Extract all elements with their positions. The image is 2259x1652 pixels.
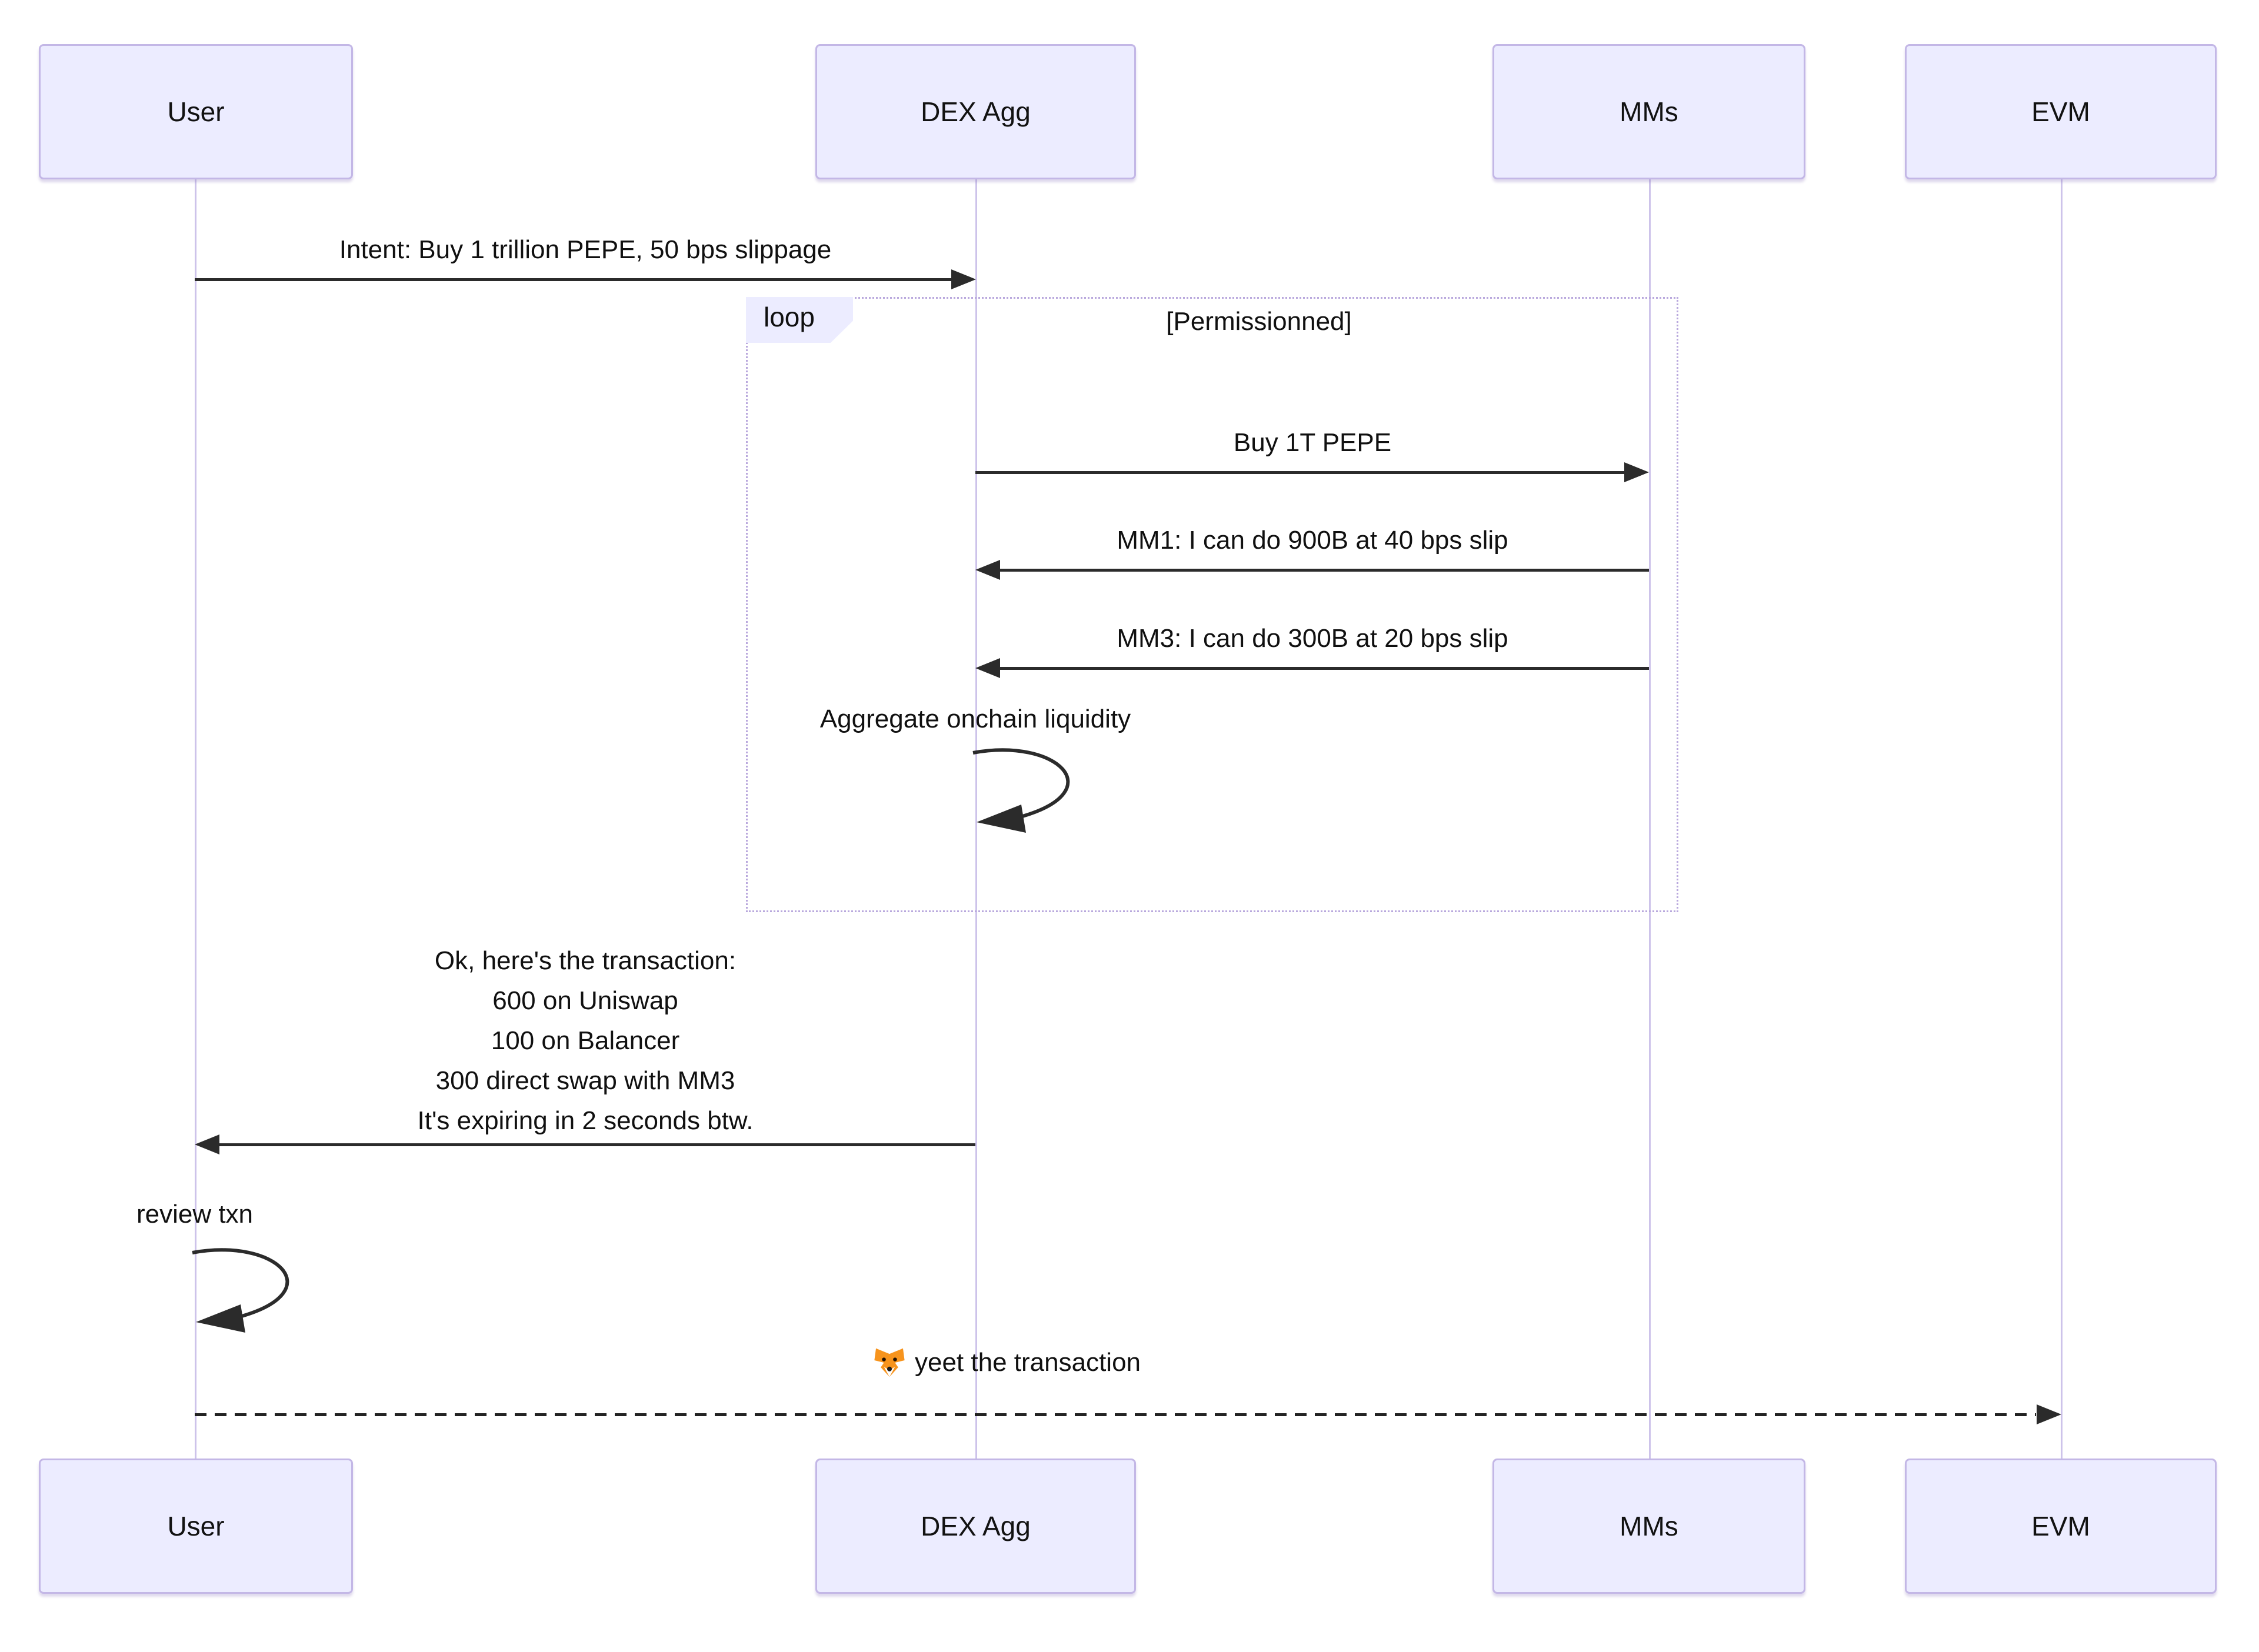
actor-box-evm-bottom: EVM [1905, 1459, 2217, 1594]
actor-label: User [167, 96, 225, 127]
actor-label: DEX Agg [921, 96, 1031, 127]
loop-condition: [Permissionned] [1166, 307, 1352, 336]
message-text-buy-1t-pepe: Buy 1T PEPE [1233, 428, 1392, 457]
message-text-mm3-quote: MM3: I can do 300B at 20 bps slip [1117, 624, 1508, 653]
actor-box-dex-agg-top: DEX Agg [815, 44, 1136, 179]
arrowhead-left-icon [975, 658, 1000, 678]
arrowhead-left-icon [975, 560, 1000, 580]
message-text-mm1-quote: MM1: I can do 900B at 40 bps slip [1117, 526, 1508, 555]
actor-box-mms-top: MMs [1492, 44, 1805, 179]
message-line-text: 600 on Uniswap [492, 986, 678, 1015]
loop-frame [746, 297, 1678, 912]
message-line-text: It's expiring in 2 seconds btw. [417, 1106, 754, 1135]
actor-label: EVM [2031, 1511, 2090, 1541]
message-line-text: 300 direct swap with MM3 [435, 1066, 735, 1095]
actor-label: EVM [2031, 96, 2090, 127]
message-label-yeet: yeet the transaction [874, 1347, 1141, 1379]
actor-box-user-top: User [39, 44, 353, 179]
message-line-text: Ok, here's the transaction: [434, 946, 737, 975]
lifeline-evm [2061, 179, 2063, 1459]
actor-label: User [167, 1511, 225, 1541]
self-loop-arrow-icon [192, 1248, 289, 1333]
message-line-intent [195, 278, 952, 281]
loop-label-tab: loop [746, 297, 853, 343]
message-line-transaction-details [219, 1143, 975, 1146]
lifeline-user [195, 179, 196, 1459]
arrowhead-right-icon [1624, 462, 1649, 482]
fox-face-icon [874, 1348, 905, 1377]
self-loop-arrow-icon [972, 748, 1070, 833]
actor-box-mms-bottom: MMs [1492, 1459, 1805, 1594]
actor-label: MMs [1620, 96, 1678, 127]
message-text-review-txn: review txn [136, 1200, 254, 1229]
actor-box-evm-top: EVM [1905, 44, 2217, 179]
message-line-yeet-dashed [195, 1413, 2036, 1416]
actor-box-dex-agg-bottom: DEX Agg [815, 1459, 1136, 1594]
message-line-text: 100 on Balancer [491, 1026, 680, 1055]
lifeline-dex-agg [975, 179, 977, 1459]
actor-label: DEX Agg [921, 1511, 1031, 1541]
lifeline-mms [1649, 179, 1651, 1459]
arrowhead-right-icon [951, 269, 976, 289]
message-line-mm1-quote [1000, 569, 1649, 572]
message-text-intent: Intent: Buy 1 trillion PEPE, 50 bps slip… [339, 235, 832, 264]
message-line-mm3-quote [1000, 667, 1649, 670]
actor-box-user-bottom: User [39, 1459, 353, 1594]
message-text-aggregate-liquidity: Aggregate onchain liquidity [819, 705, 1131, 733]
message-text-yeet: yeet the transaction [914, 1348, 1141, 1377]
actor-label: MMs [1620, 1511, 1678, 1541]
arrowhead-right-icon [2037, 1404, 2061, 1424]
loop-label: loop [764, 302, 815, 332]
arrowhead-left-icon [195, 1134, 219, 1154]
message-line-buy-1t-pepe [975, 471, 1624, 474]
message-text-transaction-details: Ok, here's the transaction: 600 on Unisw… [418, 941, 754, 1141]
